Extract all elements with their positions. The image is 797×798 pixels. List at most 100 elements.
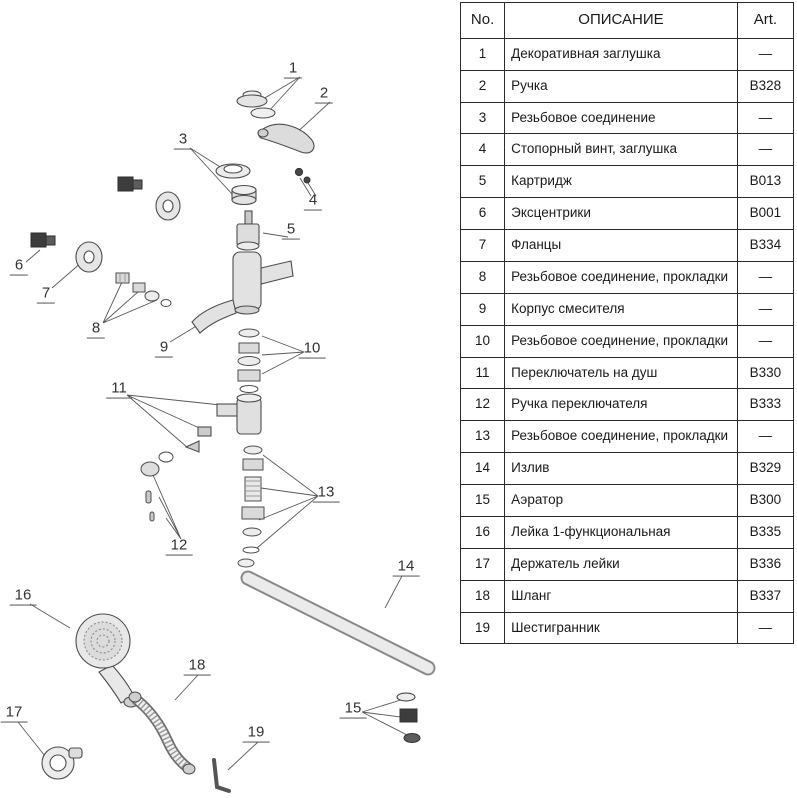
callout-label-9: 9	[154, 339, 174, 358]
callout-label-12: 12	[165, 537, 193, 556]
part-spout	[237, 558, 436, 676]
table-cell-description: Резьбовое соединение, прокладки	[504, 324, 738, 358]
part-diverter	[184, 393, 262, 453]
table-cell-description: Переключатель на душ	[504, 356, 738, 390]
callout-label-1: 1	[283, 60, 303, 79]
table-cell-no: 16	[459, 515, 506, 549]
table-cell-art: —	[736, 292, 795, 326]
part-nuts-gaskets-mid	[237, 328, 261, 393]
callout-label-18: 18	[183, 657, 211, 676]
table-cell-art: B337	[736, 579, 795, 613]
table-cell-description: Картридж	[504, 165, 738, 199]
table-cell-art: B330	[736, 356, 795, 390]
callout-label-8: 8	[86, 320, 106, 339]
table-cell-description: Резьбовое соединение, прокладки	[504, 260, 738, 294]
table-cell-art: —	[736, 611, 795, 645]
table-cell-description: Шестигранник	[504, 611, 738, 645]
table-cell-art: B001	[736, 197, 795, 230]
table-cell-description: Ручка	[504, 69, 738, 103]
col-header-no: No.	[459, 2, 506, 39]
table-cell-no: 3	[459, 101, 506, 135]
table-cell-no: 6	[459, 197, 506, 230]
table-cell-no: 4	[459, 133, 506, 167]
table-cell-description: Декоративная заглушка	[504, 37, 738, 71]
table-cell-art: B300	[736, 484, 795, 517]
table-header-row: No. ОПИСАНИЕ Art.	[459, 2, 795, 39]
table-cell-art: —	[736, 101, 795, 135]
table-cell-no: 1	[459, 37, 506, 71]
part-nuts-gaskets-upper	[115, 272, 172, 307]
table-cell-description: Фланцы	[504, 229, 738, 262]
callout-label-15: 15	[339, 700, 367, 719]
table-cell-no: 19	[459, 611, 506, 645]
table-cell-description: Шланг	[504, 579, 738, 613]
table-cell-description: Держатель лейки	[504, 547, 738, 581]
callout-label-7: 7	[36, 285, 56, 304]
table-cell-description: Ручка переключателя	[504, 388, 738, 422]
table-cell-no: 15	[459, 484, 506, 517]
part-aerator	[396, 692, 421, 743]
part-cartridge	[236, 210, 260, 251]
callout-label-11: 11	[106, 380, 132, 399]
part-flanges	[75, 191, 181, 273]
callout-label-4: 4	[303, 192, 323, 211]
table-cell-no: 8	[459, 260, 506, 294]
part-diverter-knob	[140, 451, 174, 522]
callout-label-16: 16	[9, 587, 37, 606]
part-hex-key	[212, 758, 231, 793]
leader-lines	[17, 76, 414, 771]
table-cell-no: 18	[459, 579, 506, 613]
table-cell-description: Резьбовое соединение	[504, 101, 738, 135]
callout-label-17: 17	[0, 704, 28, 723]
table-cell-art: —	[736, 133, 795, 167]
part-hose	[128, 691, 196, 775]
callout-label-13: 13	[312, 484, 340, 503]
callout-label-3: 3	[173, 131, 193, 150]
col-header-art: Art.	[736, 2, 795, 39]
table-cell-no: 13	[459, 420, 506, 454]
part-decorative-cap	[236, 90, 276, 119]
table-cell-description: Эксцентрики	[504, 197, 738, 230]
table-cell-description: Корпус смесителя	[504, 292, 738, 326]
table-cell-description: Стопорный винт, заглушка	[504, 133, 738, 167]
table-cell-art: B335	[736, 515, 795, 549]
table-cell-description: Аэратор	[504, 484, 738, 517]
callout-label-5: 5	[281, 221, 301, 240]
part-nuts-gaskets-lower	[241, 445, 265, 554]
table-cell-art: B013	[736, 165, 795, 199]
table-cell-art: —	[736, 37, 795, 71]
callout-label-2: 2	[314, 85, 334, 104]
table-cell-no: 11	[459, 356, 506, 390]
callout-label-14: 14	[392, 558, 420, 577]
callout-label-6: 6	[9, 257, 29, 276]
col-header-description: ОПИСАНИЕ	[504, 2, 738, 39]
table-cell-no: 14	[459, 452, 506, 485]
table-cell-art: B333	[736, 388, 795, 422]
table-cell-no: 5	[459, 165, 506, 199]
table-cell-art: B328	[736, 69, 795, 103]
table-cell-no: 2	[459, 69, 506, 103]
part-shower-head	[75, 613, 139, 708]
callout-label-10: 10	[298, 340, 326, 359]
table-cell-description: Излив	[504, 452, 738, 485]
table-cell-description: Лейка 1-функциональная	[504, 515, 738, 549]
part-mixer-body	[191, 251, 294, 334]
table-cell-art: —	[736, 324, 795, 358]
table-cell-art: B336	[736, 547, 795, 581]
